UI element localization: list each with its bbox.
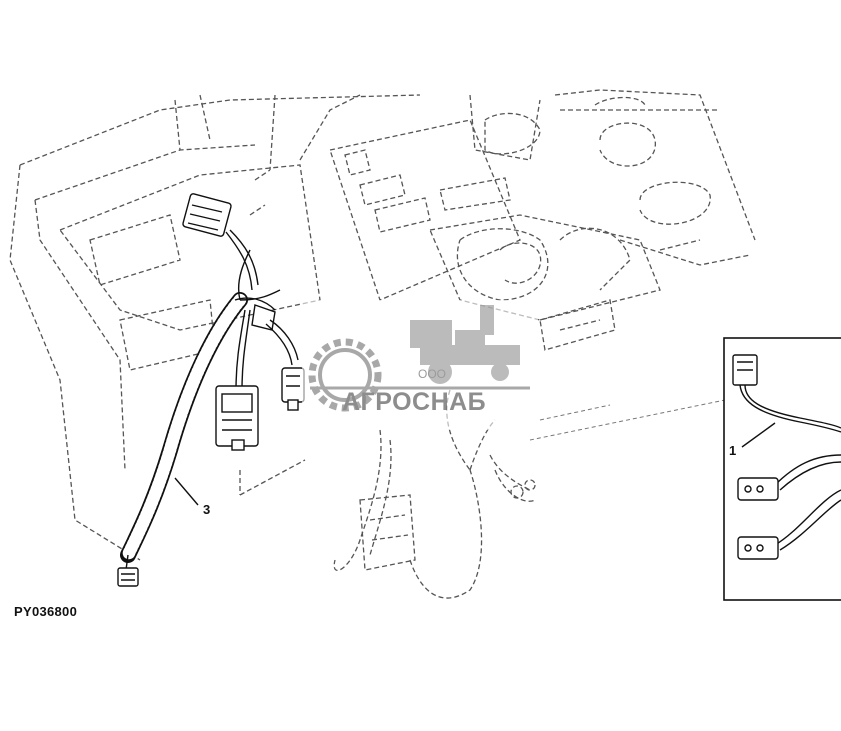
watermark: ООО АГРОСНАБ	[302, 300, 538, 430]
console-background	[9, 89, 756, 599]
callout-3: 3	[203, 502, 210, 517]
large-connector	[215, 385, 259, 451]
figure-id-label: PY036800	[14, 604, 78, 619]
harvester-icon	[410, 305, 520, 384]
watermark-prefix: ООО	[418, 367, 446, 381]
callout-1: 1	[729, 443, 736, 458]
gear-icon	[308, 338, 382, 412]
detail-inset	[723, 337, 841, 601]
watermark-name: АГРОСНАБ	[342, 388, 486, 416]
detail-connector-upper	[737, 477, 779, 501]
detail-connector-lower	[737, 536, 779, 560]
top-connector	[182, 193, 232, 237]
side-connector	[281, 367, 305, 411]
main-harness	[117, 193, 305, 587]
